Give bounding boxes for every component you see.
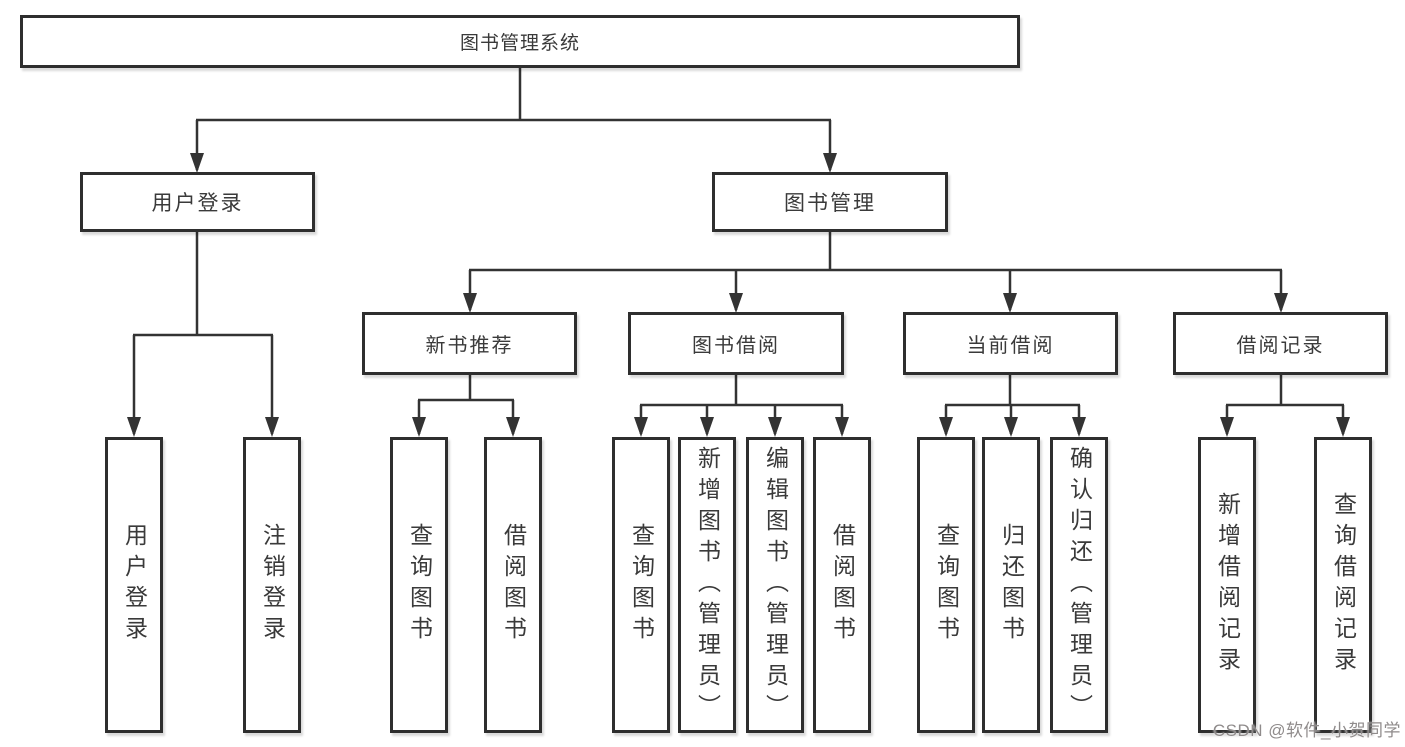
leaf-query-books-borrowing: 查询图书 [612, 437, 670, 733]
node-label: 注销登录 [259, 523, 286, 647]
leaf-query-borrowing-record: 查询借阅记录 [1314, 437, 1372, 733]
leaf-borrow-books-borrowing: 借阅图书 [813, 437, 871, 733]
leaf-borrow-books-recommend: 借阅图书 [484, 437, 542, 733]
node-new-book-recommendation: 新书推荐 [362, 312, 577, 375]
node-label: 新增借阅记录 [1214, 492, 1241, 678]
node-label: 图书管理系统 [459, 33, 580, 54]
node-label: 借阅记录 [1236, 335, 1325, 357]
leaf-add-books-admin: 新增图书（管理员） [678, 437, 736, 733]
node-label: 归还图书 [998, 523, 1025, 647]
leaf-query-books-current: 查询图书 [917, 437, 975, 733]
node-book-management-system: 图书管理系统 [20, 15, 1020, 68]
node-book-borrowing: 图书借阅 [628, 312, 844, 375]
node-label: 图书借阅 [692, 335, 780, 357]
node-label: 用户登录 [121, 523, 148, 647]
leaf-query-books-recommend: 查询图书 [390, 437, 448, 733]
leaf-logout: 注销登录 [243, 437, 301, 733]
leaf-confirm-return-admin: 确认归还（管理员） [1050, 437, 1108, 733]
node-book-management: 图书管理 [712, 172, 948, 232]
leaf-edit-books-admin: 编辑图书（管理员） [746, 437, 804, 733]
node-label: 查询图书 [933, 523, 960, 647]
leaf-user-login: 用户登录 [105, 437, 163, 733]
leaf-add-borrowing-record: 新增借阅记录 [1198, 437, 1256, 733]
node-label: 确认归还（管理员） [1066, 445, 1093, 725]
node-label: 查询借阅记录 [1330, 492, 1357, 678]
node-borrowing-records: 借阅记录 [1173, 312, 1388, 375]
node-label: 编辑图书（管理员） [762, 445, 789, 725]
node-label: 查询图书 [406, 523, 433, 647]
node-label: 借阅图书 [829, 523, 856, 647]
node-current-borrowing: 当前借阅 [903, 312, 1118, 375]
csdn-watermark: CSDN @软件_小贺同学 [1212, 721, 1401, 740]
node-label: 新增图书（管理员） [694, 445, 721, 725]
node-label: 用户登录 [151, 192, 244, 215]
node-label: 借阅图书 [500, 523, 527, 647]
node-label: 当前借阅 [966, 335, 1055, 357]
node-label: 查询图书 [628, 523, 655, 647]
node-label: 图书管理 [784, 192, 876, 215]
node-user-login: 用户登录 [80, 172, 315, 232]
leaf-return-books: 归还图书 [982, 437, 1040, 733]
node-label: 新书推荐 [425, 335, 514, 357]
